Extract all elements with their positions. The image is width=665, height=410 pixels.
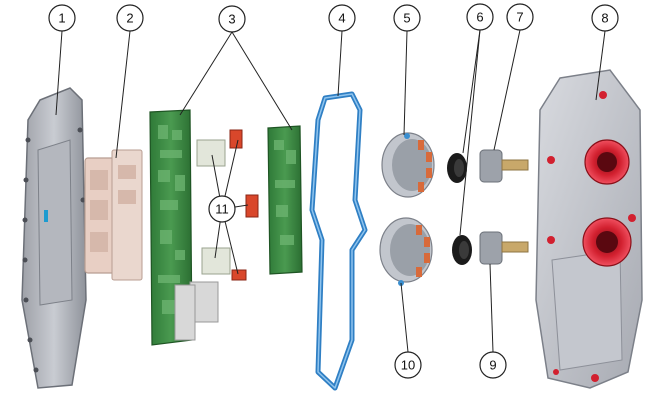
callout-11: 11 [208,195,236,223]
part-5-coil [381,132,435,198]
callout-label: 4 [338,11,345,26]
part-3-pcb-small [267,125,303,275]
callout-1: 1 [48,4,76,32]
callout-label: 6 [476,10,483,25]
callout-label: 9 [489,358,496,373]
callout-3: 3 [218,5,246,33]
part-9-plunger [479,231,529,265]
callout-label: 7 [516,10,523,25]
part-6-seals [447,153,472,265]
callout-10: 10 [394,351,422,379]
part-2-connector-housing [84,149,143,281]
part-4-gasket [309,91,368,391]
callout-label: 8 [601,11,608,26]
callout-4: 4 [328,4,356,32]
callout-6: 6 [466,3,494,31]
callout-label: 5 [403,11,410,26]
callout-label: 1 [58,11,65,26]
part-3-pcb-main [149,109,219,346]
callout-5: 5 [393,4,421,32]
part-10-coil [379,217,433,286]
callout-label: 2 [126,11,133,26]
callout-label: 10 [401,358,415,373]
callout-label: 3 [228,12,235,27]
callout-label: 11 [215,202,229,217]
callout-2: 2 [116,4,144,32]
callout-7: 7 [506,3,534,31]
part-1-housing-plate [21,87,87,389]
part-8-cover [535,69,643,389]
part-7-plunger [479,149,529,183]
callout-9: 9 [479,351,507,379]
callout-8: 8 [591,4,619,32]
